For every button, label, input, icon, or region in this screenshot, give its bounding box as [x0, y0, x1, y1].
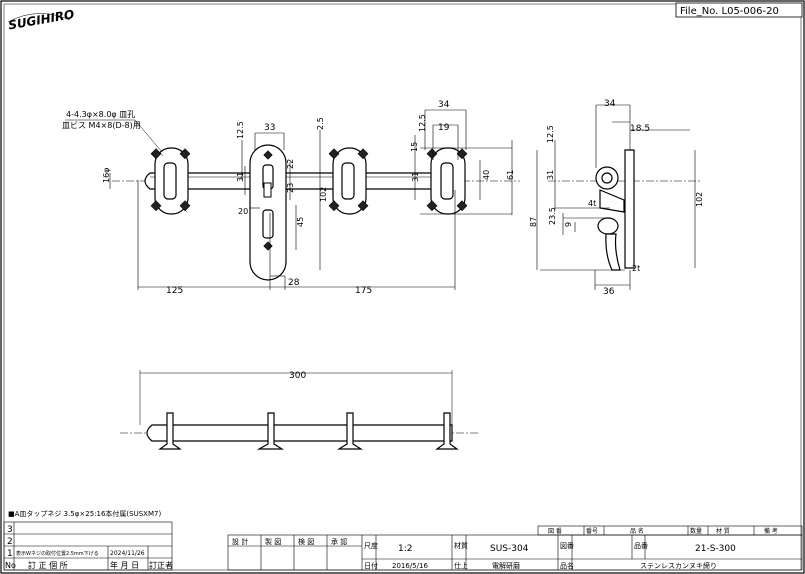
rev-row-2-no: 2 — [7, 537, 13, 547]
strike-plate — [249, 144, 287, 281]
hole-note-2: 皿ビス M4×8(D-8)用 — [62, 121, 141, 130]
side-dim-87: 87 — [529, 217, 538, 227]
side-dim-34: 34 — [604, 99, 616, 109]
parts-header-qty: 数量 — [690, 527, 702, 535]
rev-header-checker: 訂正者 — [149, 560, 173, 570]
finish-value: 電解研磨 — [492, 561, 520, 570]
rev-row-1-content: 表示Wネジの取付位置2.5mm下げる — [16, 550, 99, 557]
front-view: 4-4.3φ×8.0φ 皿孔 皿ビス M4×8(D-8)用 125 28 175… — [62, 100, 520, 296]
parts-header-drawing: 図 番 — [548, 528, 562, 535]
dim-125: 125 — [166, 286, 183, 296]
dim-16: 16φ — [102, 168, 111, 183]
parts-header-name: 品 名 — [630, 527, 644, 535]
parts-header-remarks: 備 考 — [764, 527, 778, 535]
bottom-brackets — [158, 412, 459, 450]
dim-31: 31 — [236, 172, 245, 182]
side-dim-36: 36 — [603, 287, 615, 297]
dim-61: 61 — [506, 170, 515, 180]
dim-23: 23 — [286, 183, 295, 193]
dim-15: 15 — [410, 142, 419, 152]
dim-31b: 31 — [411, 172, 420, 182]
product-name-value: ステンレスカンヌキ締り — [640, 561, 717, 570]
product-no-value: 21-S-300 — [695, 544, 736, 554]
rev-row-1-no: 1 — [7, 549, 13, 559]
dim-2-5: 2.5 — [316, 117, 325, 130]
side-dim-4t: 4t — [588, 199, 596, 208]
screw-note: ■A皿タップネジ 3.5φ×25:16本付属(SUSXM7) — [8, 509, 161, 518]
dim-175: 175 — [355, 286, 372, 296]
scale-value: 1:2 — [398, 544, 412, 554]
rev-row-1-date: 2024/11/26 — [110, 550, 145, 557]
dim-34: 34 — [438, 100, 450, 110]
role-check: 検 図 — [298, 537, 314, 546]
svg-text:SUGIHIRO: SUGIHIRO — [7, 7, 75, 32]
dim-300: 300 — [289, 371, 306, 381]
parts-header-number: 番号 — [586, 528, 598, 535]
dim-22: 22 — [286, 159, 295, 169]
file-number-box: File_No. L05-006-20 — [675, 2, 803, 18]
side-dim-9: 9 — [564, 222, 573, 227]
date-label: 日付 — [364, 561, 378, 570]
side-dim-31: 31 — [546, 170, 555, 180]
hole-note-1: 4-4.3φ×8.0φ 皿孔 — [66, 110, 135, 119]
file-number: File_No. L05-006-20 — [680, 6, 779, 17]
dim-20: 20 — [238, 207, 248, 216]
dim-12-5b: 12.5 — [418, 114, 427, 132]
title-block — [227, 534, 803, 571]
role-approve: 承 認 — [331, 537, 347, 546]
dim-40: 40 — [482, 170, 491, 180]
date-value: 2016/5/16 — [392, 562, 428, 570]
rev-header-date: 年 月 日 — [110, 560, 139, 570]
drawing-label: 図番 — [560, 542, 574, 550]
role-design: 設 計 — [232, 537, 248, 546]
dim-19: 19 — [438, 123, 450, 133]
side-dim-102: 102 — [695, 192, 704, 207]
side-dim-23-5: 23.5 — [548, 207, 557, 225]
side-dim-18-5: 18.5 — [630, 124, 650, 134]
dim-33: 33 — [264, 123, 275, 133]
parts-list — [537, 525, 803, 536]
rev-header-no: No — [5, 561, 16, 570]
bracket-1 — [150, 147, 191, 215]
rev-row-3-no: 3 — [7, 525, 13, 535]
bottom-view: 300 — [120, 370, 480, 450]
product-no-label: 品番 — [634, 542, 648, 550]
material-label: 材質 — [454, 541, 468, 550]
scale-label: 尺度 — [364, 541, 378, 550]
revision-table — [3, 521, 173, 571]
bracket-3 — [328, 147, 369, 215]
dim-102: 102 — [319, 187, 328, 202]
dim-12-5: 12.5 — [236, 121, 245, 139]
rev-header-content: 訂 正 個 所 — [28, 560, 68, 570]
bracket-4 — [426, 147, 468, 215]
parts-header-material: 材 質 — [716, 527, 730, 535]
finish-label: 仕上 — [454, 561, 468, 570]
side-dim-2t: 2t — [632, 264, 640, 273]
dim-45: 45 — [296, 217, 305, 227]
side-view: 34 18.5 12.5 31 4t 23.5 9 87 102 2t 36 — [529, 99, 704, 297]
bottom-bar — [146, 424, 453, 442]
dim-28: 28 — [288, 278, 300, 288]
side-dim-12-5: 12.5 — [546, 125, 555, 143]
role-draft: 製 図 — [265, 537, 281, 546]
brand-logo: SUGIHIRO — [7, 7, 75, 32]
product-name-label: 品名 — [560, 561, 574, 570]
material-value: SUS-304 — [490, 544, 529, 554]
